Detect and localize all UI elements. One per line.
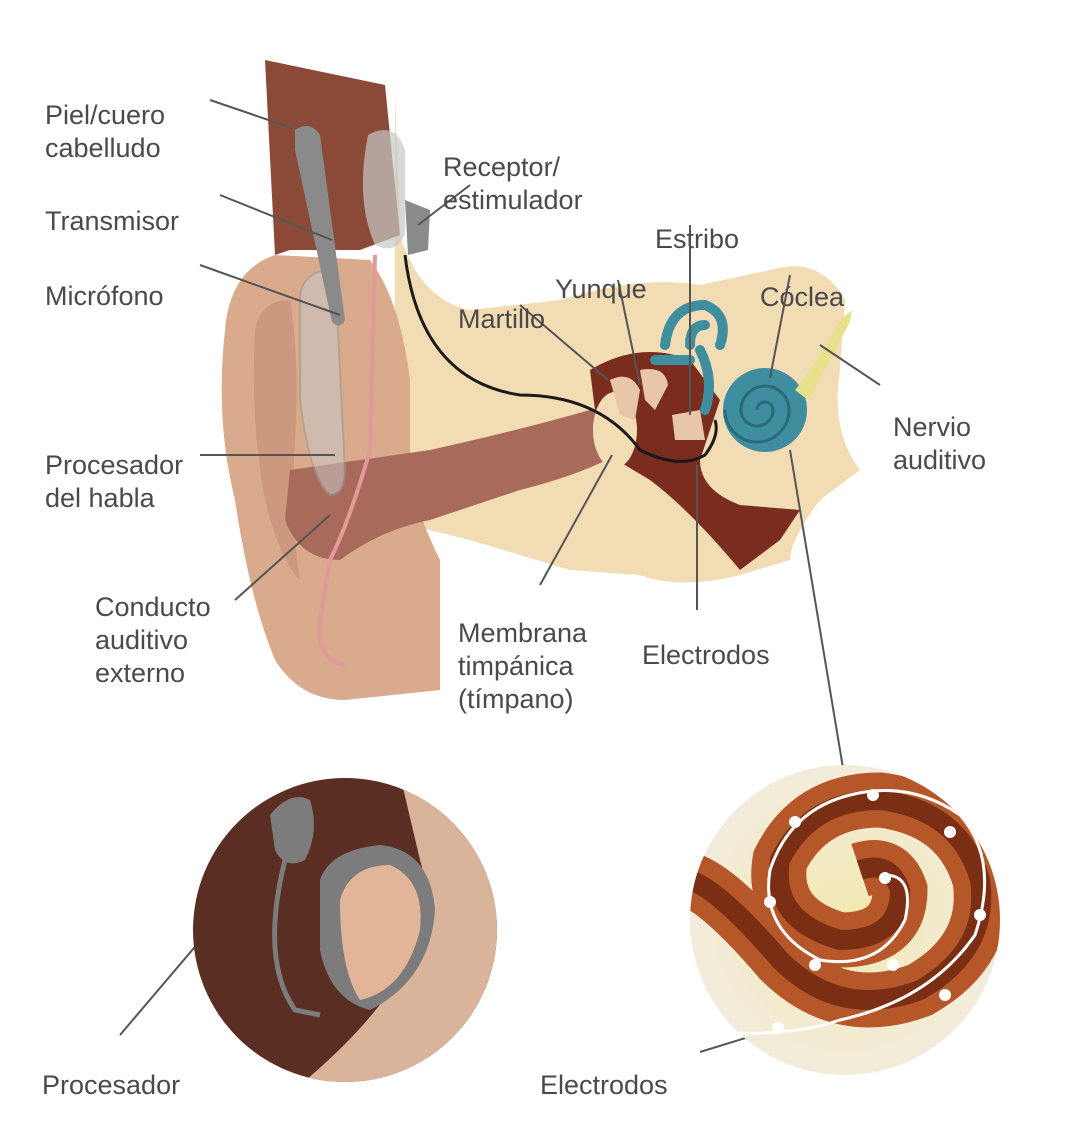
speech-processor-device [299, 269, 347, 497]
label-processor-bottom: Procesador [42, 1070, 181, 1100]
skin-boundary [317, 254, 377, 667]
auditory-nerve-shape [795, 310, 852, 400]
cochlea-inset [690, 772, 1000, 1035]
label-malleus: Martillo [458, 304, 546, 334]
label-stapes: Estribo [655, 224, 740, 254]
label-electrodes-bottom: Electrodos [540, 1070, 668, 1100]
leader-lines [119, 99, 881, 1053]
semicircular-canals [650, 299, 728, 415]
middle-ear-cavity [590, 352, 800, 570]
receiver-lead [405, 200, 430, 255]
label-cochlea: Cóclea [760, 282, 845, 312]
stapes-bone [672, 410, 705, 440]
incus-bone [640, 369, 668, 410]
cochlea-spiral [723, 384, 791, 444]
label-microphone: Micrófono [45, 281, 164, 311]
label-electrodes-top: Electrodos [642, 640, 770, 670]
processor-inset [193, 778, 497, 1082]
malleus-bone [610, 376, 640, 420]
cochlea-shape [723, 368, 807, 452]
label-incus: Yunque [555, 274, 647, 304]
ear-canal [285, 410, 640, 560]
transmitter-device [295, 126, 345, 326]
receiver-device [362, 130, 405, 249]
label-transmitter: Transmisor [45, 206, 180, 236]
label-receiver: Receptor/estimulador [443, 152, 583, 215]
electrode-lead [403, 254, 718, 463]
